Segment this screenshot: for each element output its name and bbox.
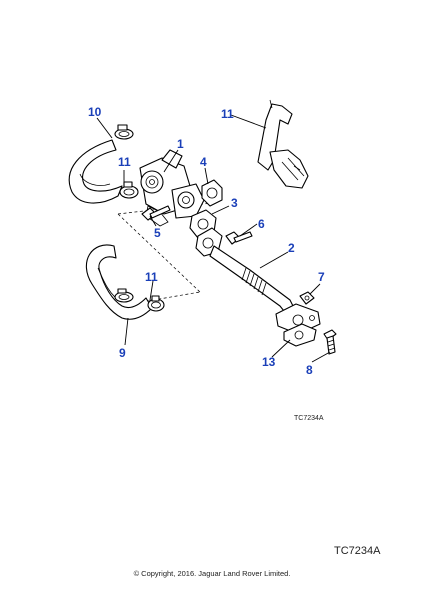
part-6-bolt [225, 231, 253, 245]
part-11-clip-upper-2 [119, 181, 139, 199]
part-12-bracket [257, 99, 309, 189]
copyright-notice: © Copyright, 2016. Jaguar Land Rover Lim… [133, 569, 291, 578]
leader-lines [96, 114, 331, 363]
callout-11-lower: 11 [145, 270, 158, 284]
callout-11-upper: 11 [118, 155, 131, 169]
callouts: 10 11 1 4 3 5 6 2 7 11 11 9 13 8 [88, 105, 325, 377]
part-2-egr-pipe [195, 227, 321, 335]
part-11-clip-lower [114, 288, 134, 303]
part-11-clip-upper [114, 124, 134, 140]
callout-12: 11 [221, 107, 234, 121]
callout-4: 4 [200, 155, 207, 169]
callout-6: 6 [258, 217, 265, 231]
part-8-nut [299, 291, 315, 305]
callout-2: 2 [288, 241, 295, 255]
part-10-upper-hose [68, 139, 123, 204]
callout-3: 3 [231, 196, 238, 210]
part-13-gasket [283, 323, 317, 347]
part-11-clip-lower-2 [147, 295, 165, 312]
callout-13: 13 [262, 355, 276, 369]
part-4-gasket [201, 179, 223, 207]
callout-10: 10 [88, 105, 102, 119]
part-9-lower-hose [86, 244, 153, 320]
callout-1: 1 [177, 137, 184, 151]
callout-5: 5 [154, 226, 161, 240]
part-7-stud [323, 329, 337, 355]
callout-7: 8 [306, 363, 313, 377]
illustration-ref-label: TC7234A [294, 415, 324, 422]
part-5-bolt [141, 205, 171, 221]
callout-9: 9 [119, 346, 126, 360]
callout-8: 7 [318, 270, 325, 284]
reference-code: TC7234A [334, 545, 381, 557]
